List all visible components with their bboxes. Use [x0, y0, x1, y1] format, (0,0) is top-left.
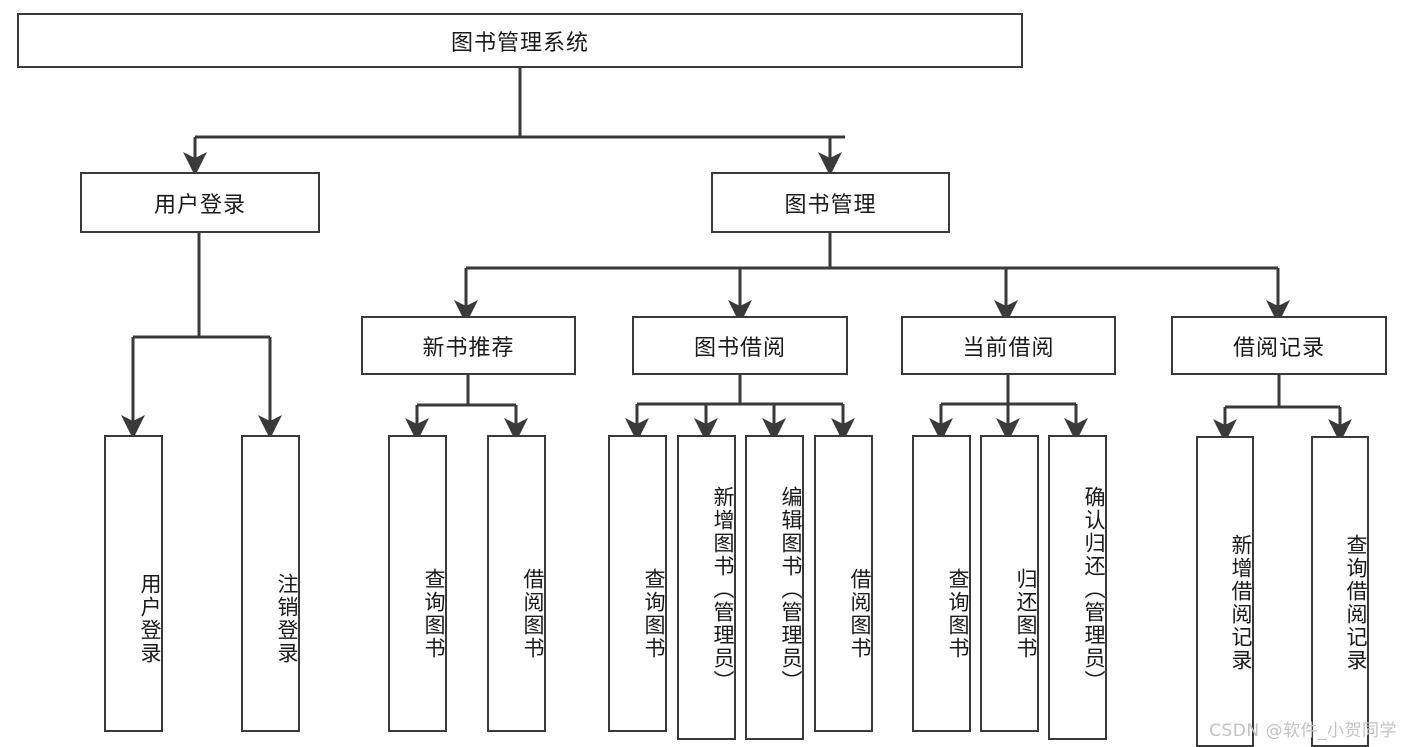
node-leaf-borrow-book-1[interactable]: 借阅图书	[487, 435, 546, 732]
node-root-label: 图书管理系统	[450, 30, 589, 56]
node-leaf-borrow-book-1-label: 借阅图书	[521, 567, 545, 660]
node-leaf-add-record[interactable]: 新增借阅记录	[1196, 436, 1254, 747]
node-leaf-query-book-3[interactable]: 查询图书	[912, 435, 971, 732]
node-leaf-query-record-label: 查询借阅记录	[1344, 533, 1368, 672]
node-new-book-recommend-label: 新书推荐	[422, 335, 515, 361]
node-book-borrow-label: 图书借阅	[693, 335, 786, 361]
node-leaf-query-book-1[interactable]: 查询图书	[388, 435, 447, 732]
node-borrow-record-label: 借阅记录	[1232, 335, 1325, 361]
node-borrow-record[interactable]: 借阅记录	[1171, 316, 1387, 375]
node-leaf-user-login-label: 用户登录	[138, 572, 162, 665]
node-root[interactable]: 图书管理系统	[17, 13, 1023, 68]
node-leaf-add-book[interactable]: 新增图书（管理员）	[677, 435, 736, 740]
node-leaf-confirm-return-label: 确认归还（管理员）	[1082, 486, 1106, 693]
node-book-management[interactable]: 图书管理	[711, 172, 950, 233]
node-book-borrow[interactable]: 图书借阅	[632, 316, 848, 375]
node-leaf-user-logout-label: 注销登录	[275, 572, 299, 665]
node-leaf-edit-book[interactable]: 编辑图书（管理员）	[745, 435, 804, 740]
node-leaf-edit-book-label: 编辑图书（管理员）	[779, 486, 803, 693]
node-current-borrow[interactable]: 当前借阅	[901, 316, 1116, 375]
node-user-login-label: 用户登录	[153, 192, 246, 218]
node-leaf-user-logout[interactable]: 注销登录	[241, 435, 300, 732]
node-leaf-query-book-1-label: 查询图书	[422, 567, 446, 660]
csdn-watermark: CSDN @软件_小贺同学	[1209, 721, 1397, 741]
node-leaf-return-book[interactable]: 归还图书	[980, 435, 1039, 732]
node-leaf-user-login[interactable]: 用户登录	[104, 435, 163, 732]
node-leaf-query-book-2[interactable]: 查询图书	[608, 435, 667, 732]
node-leaf-borrow-book-2-label: 借阅图书	[848, 567, 872, 660]
node-leaf-add-book-label: 新增图书（管理员）	[711, 486, 735, 693]
node-leaf-return-book-label: 归还图书	[1014, 567, 1038, 660]
node-current-borrow-label: 当前借阅	[962, 335, 1055, 361]
node-leaf-borrow-book-2[interactable]: 借阅图书	[814, 435, 873, 732]
node-leaf-query-book-3-label: 查询图书	[946, 567, 970, 660]
node-leaf-query-record[interactable]: 查询借阅记录	[1311, 436, 1369, 747]
node-book-management-label: 图书管理	[784, 192, 877, 218]
node-leaf-confirm-return[interactable]: 确认归还（管理员）	[1048, 435, 1107, 740]
node-user-login[interactable]: 用户登录	[80, 172, 320, 233]
node-leaf-add-record-label: 新增借阅记录	[1229, 533, 1253, 672]
node-leaf-query-book-2-label: 查询图书	[642, 567, 666, 660]
node-new-book-recommend[interactable]: 新书推荐	[361, 316, 576, 375]
